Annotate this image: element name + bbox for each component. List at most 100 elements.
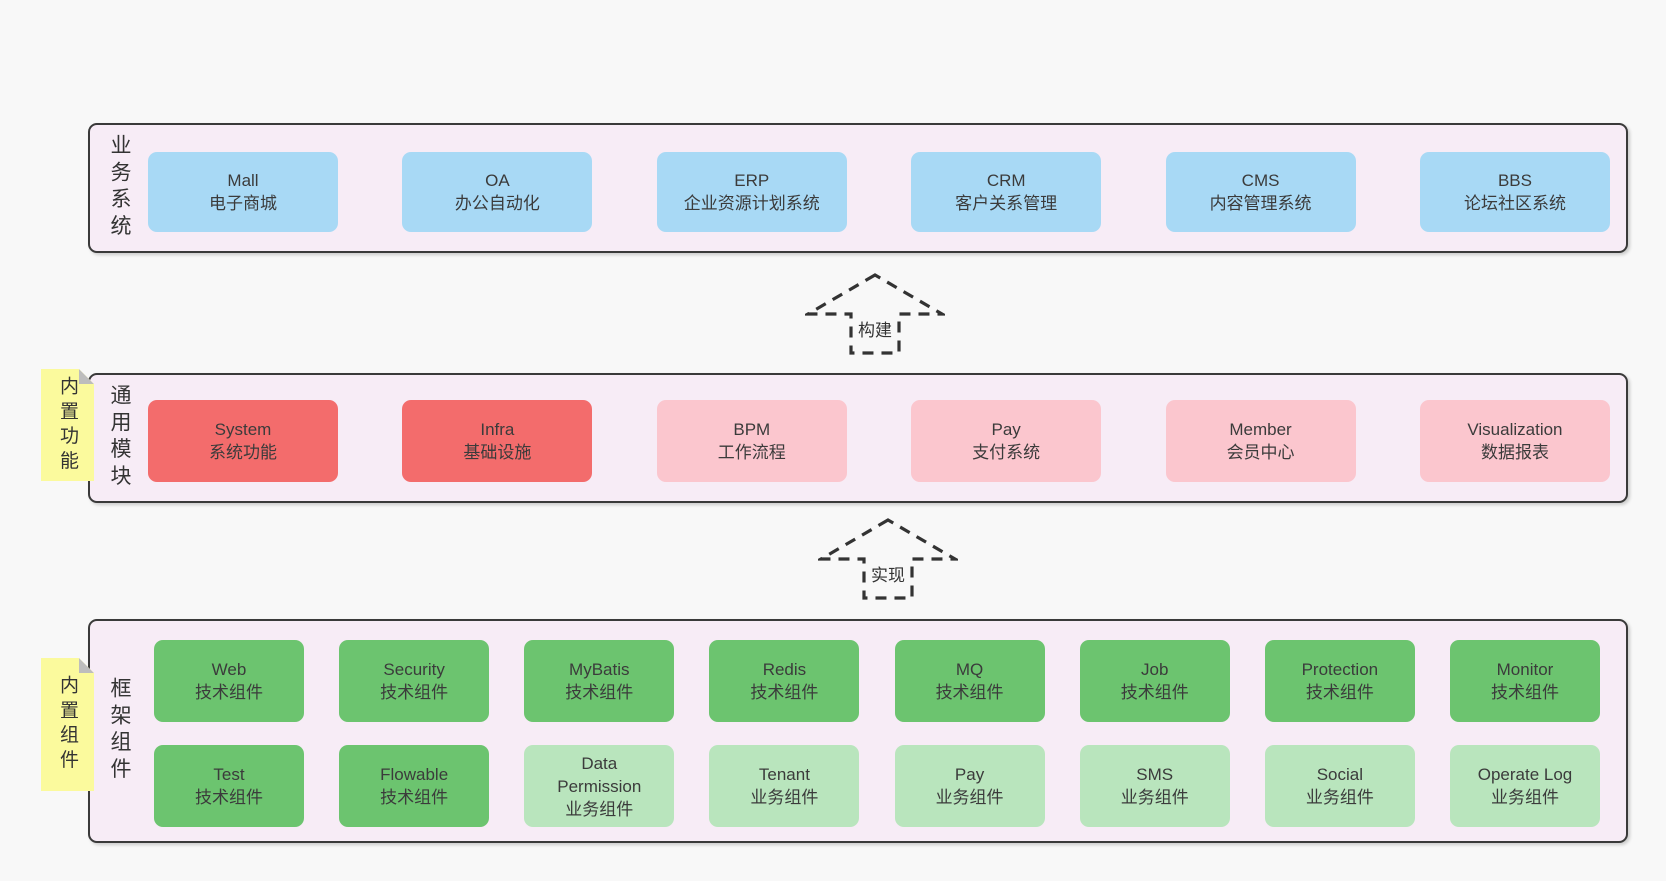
box-title: Operate Log bbox=[1477, 765, 1573, 784]
up-arrow-dashed-icon bbox=[805, 273, 945, 355]
box-system: System 系统功能 bbox=[148, 400, 338, 482]
box-redis: Redis 技术组件 bbox=[709, 640, 860, 722]
box-title: MQ bbox=[955, 660, 984, 679]
business-systems-row: Mall 电子商城 OA 办公自动化 ERP 企业资源计划系统 CRM 客户关系… bbox=[148, 152, 1610, 232]
box-cms: CMS 内容管理系统 bbox=[1165, 152, 1356, 232]
box-title: Infra bbox=[480, 420, 515, 439]
band-side-label: 业务系统 bbox=[108, 134, 131, 242]
box-flowable: Flowable 技术组件 bbox=[339, 745, 490, 827]
box-title: Pay bbox=[954, 765, 985, 784]
box-erp: ERP 企业资源计划系统 bbox=[656, 152, 847, 232]
box-mall: Mall 电子商城 bbox=[148, 152, 338, 232]
box-title: Mall bbox=[227, 171, 259, 190]
sticky-label: 内置组件 bbox=[57, 675, 78, 774]
box-bbs: BBS 论坛社区系统 bbox=[1419, 152, 1610, 232]
box-subtitle: 办公自动化 bbox=[454, 194, 540, 213]
box-subtitle: 技术组件 bbox=[1305, 683, 1374, 702]
box-security: Security 技术组件 bbox=[339, 640, 490, 722]
band-business-systems: 业务系统 Mall 电子商城 OA 办公自动化 ERP 企业资源计划系统 CRM… bbox=[88, 123, 1628, 253]
box-subtitle: 内容管理系统 bbox=[1209, 194, 1312, 213]
box-title: ERP bbox=[734, 171, 770, 190]
box-title: Monitor bbox=[1496, 660, 1554, 679]
box-sms: SMS 业务组件 bbox=[1079, 745, 1230, 827]
sticky-built-in-components: 内置组件 bbox=[41, 658, 94, 791]
box-subtitle: 客户关系管理 bbox=[955, 194, 1058, 213]
box-crm: CRM 客户关系管理 bbox=[911, 152, 1102, 232]
box-subtitle: 支付系统 bbox=[972, 443, 1041, 462]
box-protection: Protection 技术组件 bbox=[1264, 640, 1415, 722]
box-title: CMS bbox=[1241, 171, 1280, 190]
band-common-modules: 内置功能 通用模块 System 系统功能 Infra 基础设施 BPM 工作流… bbox=[88, 373, 1628, 503]
band-side-label: 通用模块 bbox=[108, 384, 131, 492]
band-side-label: 框架组件 bbox=[108, 677, 131, 785]
tech-components-row: Web 技术组件 Security 技术组件 MyBatis 技术组件 Redi… bbox=[154, 640, 1600, 722]
box-title: SMS bbox=[1136, 765, 1174, 784]
box-subtitle: 系统功能 bbox=[209, 443, 277, 462]
box-title: Flowable bbox=[380, 765, 449, 784]
box-subtitle: 技术组件 bbox=[380, 683, 449, 702]
box-title: OA bbox=[485, 171, 510, 190]
sticky-built-in-features: 内置功能 bbox=[41, 369, 94, 481]
arrow-label: 实现 bbox=[867, 561, 909, 586]
box-subtitle: 数据报表 bbox=[1480, 443, 1549, 462]
box-title: BPM bbox=[733, 420, 771, 439]
box-title: System bbox=[214, 420, 272, 439]
box-title: Web bbox=[211, 660, 247, 679]
box-subtitle: 业务组件 bbox=[565, 799, 634, 819]
box-test: Test 技术组件 bbox=[154, 745, 304, 827]
box-subtitle: 会员中心 bbox=[1226, 443, 1295, 462]
box-infra: Infra 基础设施 bbox=[402, 400, 593, 482]
box-social: Social 业务组件 bbox=[1264, 745, 1415, 827]
box-pay-module: Pay 支付系统 bbox=[911, 400, 1102, 482]
box-job: Job 技术组件 bbox=[1079, 640, 1230, 722]
box-oa: OA 办公自动化 bbox=[402, 152, 593, 232]
box-subtitle: 业务组件 bbox=[1120, 788, 1189, 807]
box-subtitle: 业务组件 bbox=[750, 788, 819, 807]
box-title: CRM bbox=[986, 171, 1026, 190]
box-subtitle: 技术组件 bbox=[565, 683, 634, 702]
biz-components-row: Test 技术组件 Flowable 技术组件 Data Permission … bbox=[154, 745, 1600, 827]
box-title: MyBatis bbox=[569, 660, 630, 679]
box-subtitle: 论坛社区系统 bbox=[1463, 194, 1566, 213]
box-title: Visualization bbox=[1467, 420, 1563, 439]
box-subtitle: 技术组件 bbox=[935, 683, 1004, 702]
implement-arrow: 实现 bbox=[818, 517, 958, 603]
box-title: Data Permission bbox=[557, 753, 642, 796]
box-title: Test bbox=[213, 765, 245, 784]
arrow-label: 构建 bbox=[854, 316, 896, 341]
box-title: Pay bbox=[991, 420, 1021, 439]
box-title: Security bbox=[383, 660, 445, 679]
box-pay-component: Pay 业务组件 bbox=[894, 745, 1045, 827]
box-title: Member bbox=[1229, 420, 1292, 439]
box-subtitle: 业务组件 bbox=[935, 788, 1004, 807]
box-title: BBS bbox=[1497, 171, 1532, 190]
box-subtitle: 基础设施 bbox=[463, 443, 532, 462]
common-modules-row: System 系统功能 Infra 基础设施 BPM 工作流程 Pay 支付系统… bbox=[148, 400, 1610, 482]
box-title: Job bbox=[1140, 660, 1169, 679]
box-subtitle: 业务组件 bbox=[1305, 788, 1374, 807]
box-title: Protection bbox=[1301, 660, 1379, 679]
box-subtitle: 技术组件 bbox=[1490, 683, 1559, 702]
box-tenant: Tenant 业务组件 bbox=[709, 745, 860, 827]
box-subtitle: 技术组件 bbox=[750, 683, 819, 702]
box-subtitle: 技术组件 bbox=[380, 788, 449, 807]
box-operate-log: Operate Log 业务组件 bbox=[1449, 745, 1600, 827]
box-title: Tenant bbox=[758, 765, 810, 784]
band-framework-components: 内置组件 框架组件 Web 技术组件 Security 技术组件 MyBatis… bbox=[88, 619, 1628, 843]
box-data-permission: Data Permission 业务组件 bbox=[524, 745, 675, 827]
box-subtitle: 工作流程 bbox=[717, 443, 786, 462]
box-monitor: Monitor 技术组件 bbox=[1449, 640, 1600, 722]
up-arrow-dashed-icon bbox=[818, 518, 958, 600]
box-member: Member 会员中心 bbox=[1165, 400, 1356, 482]
sticky-label: 内置功能 bbox=[57, 375, 78, 475]
box-subtitle: 电子商城 bbox=[209, 194, 277, 213]
box-mq: MQ 技术组件 bbox=[894, 640, 1045, 722]
box-title: Redis bbox=[762, 660, 807, 679]
box-bpm: BPM 工作流程 bbox=[656, 400, 847, 482]
box-visualization: Visualization 数据报表 bbox=[1419, 400, 1610, 482]
box-subtitle: 业务组件 bbox=[1490, 788, 1559, 807]
box-subtitle: 技术组件 bbox=[195, 683, 263, 702]
box-subtitle: 技术组件 bbox=[195, 788, 263, 807]
box-title: Social bbox=[1316, 765, 1363, 784]
